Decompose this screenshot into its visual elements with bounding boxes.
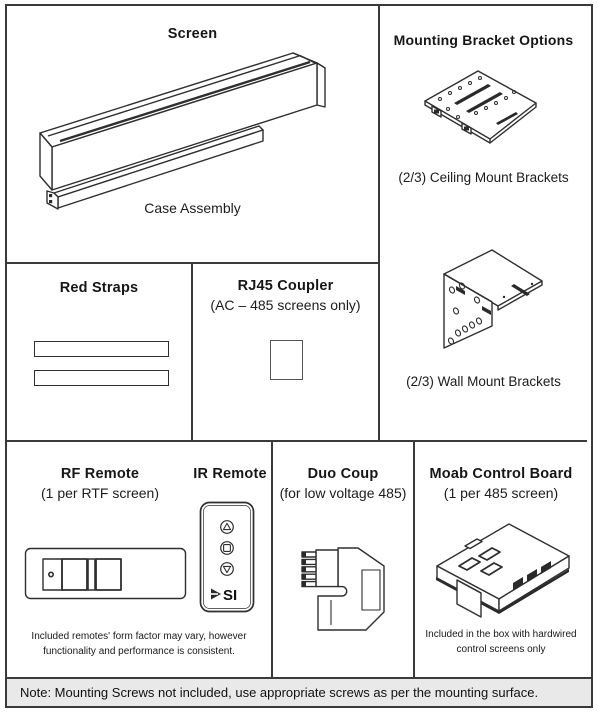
duo-coup-subtitle: (for low voltage 485): [279, 485, 407, 501]
up-icon: [220, 520, 234, 534]
ceiling-bracket-illustration: [424, 70, 537, 144]
panel-remotes: RF Remote (1 per RTF screen) IR Remote: [7, 442, 273, 677]
duo-coup-title: Duo Coup: [307, 466, 379, 482]
screen-title: Screen: [167, 26, 218, 42]
mounting-title: Mounting Bracket Options: [393, 32, 574, 48]
si-logo-icon: SI: [210, 587, 237, 604]
panel-mounting-brackets: Mounting Bracket Options (2/3) Ceiling M…: [380, 6, 587, 442]
ceiling-bracket-caption: (2/3) Ceiling Mount Brackets: [398, 170, 569, 185]
panel-rj45-coupler: RJ45 Coupler (AC – 485 screens only): [193, 264, 380, 442]
rf-remote-title: RF Remote: [60, 466, 140, 482]
ir-remote-illustration: SI: [199, 501, 255, 613]
strap-illustration: [34, 370, 169, 386]
rj45-title: RJ45 Coupler: [237, 278, 334, 294]
screen-caption: Case Assembly: [144, 200, 241, 216]
si-logo-text: SI: [223, 587, 237, 604]
moab-note: Included in the box with hardwired contr…: [425, 629, 577, 655]
rj45-subtitle: (AC – 485 screens only): [210, 297, 361, 313]
strap-illustration: [34, 341, 169, 357]
rf-remote-subtitle: (1 per RTF screen): [41, 485, 159, 501]
panel-moab-board: Moab Control Board (1 per 485 screen) In…: [415, 442, 587, 677]
down-icon: [220, 562, 234, 576]
moab-board-illustration: [436, 523, 570, 618]
wall-bracket-illustration: [443, 249, 543, 349]
rf-remote-illustration: [24, 547, 187, 600]
wall-bracket-caption: (2/3) Wall Mount Brackets: [406, 374, 561, 389]
case-assembly-illustration: [39, 52, 326, 210]
remotes-note: Included remotes' form factor may vary, …: [31, 631, 247, 657]
outer-frame: Screen Case Assembly Mounting Bracket Op…: [5, 4, 593, 708]
footer-note-text: Note: Mounting Screws not included, use …: [20, 685, 539, 700]
stop-icon: [220, 541, 234, 555]
footer-note-bar: Note: Mounting Screws not included, use …: [7, 677, 591, 706]
panel-duo-coup: Duo Coup (for low voltage 485): [273, 442, 415, 677]
rj45-coupler-illustration: [270, 340, 303, 380]
panel-red-straps: Red Straps: [7, 264, 193, 442]
moab-subtitle: (1 per 485 screen): [443, 485, 559, 501]
ir-remote-title: IR Remote: [193, 466, 267, 482]
moab-title: Moab Control Board: [429, 466, 573, 482]
red-straps-title: Red Straps: [59, 280, 139, 296]
panel-screen: Screen Case Assembly: [7, 6, 380, 264]
duo-coup-illustration: [301, 547, 385, 631]
